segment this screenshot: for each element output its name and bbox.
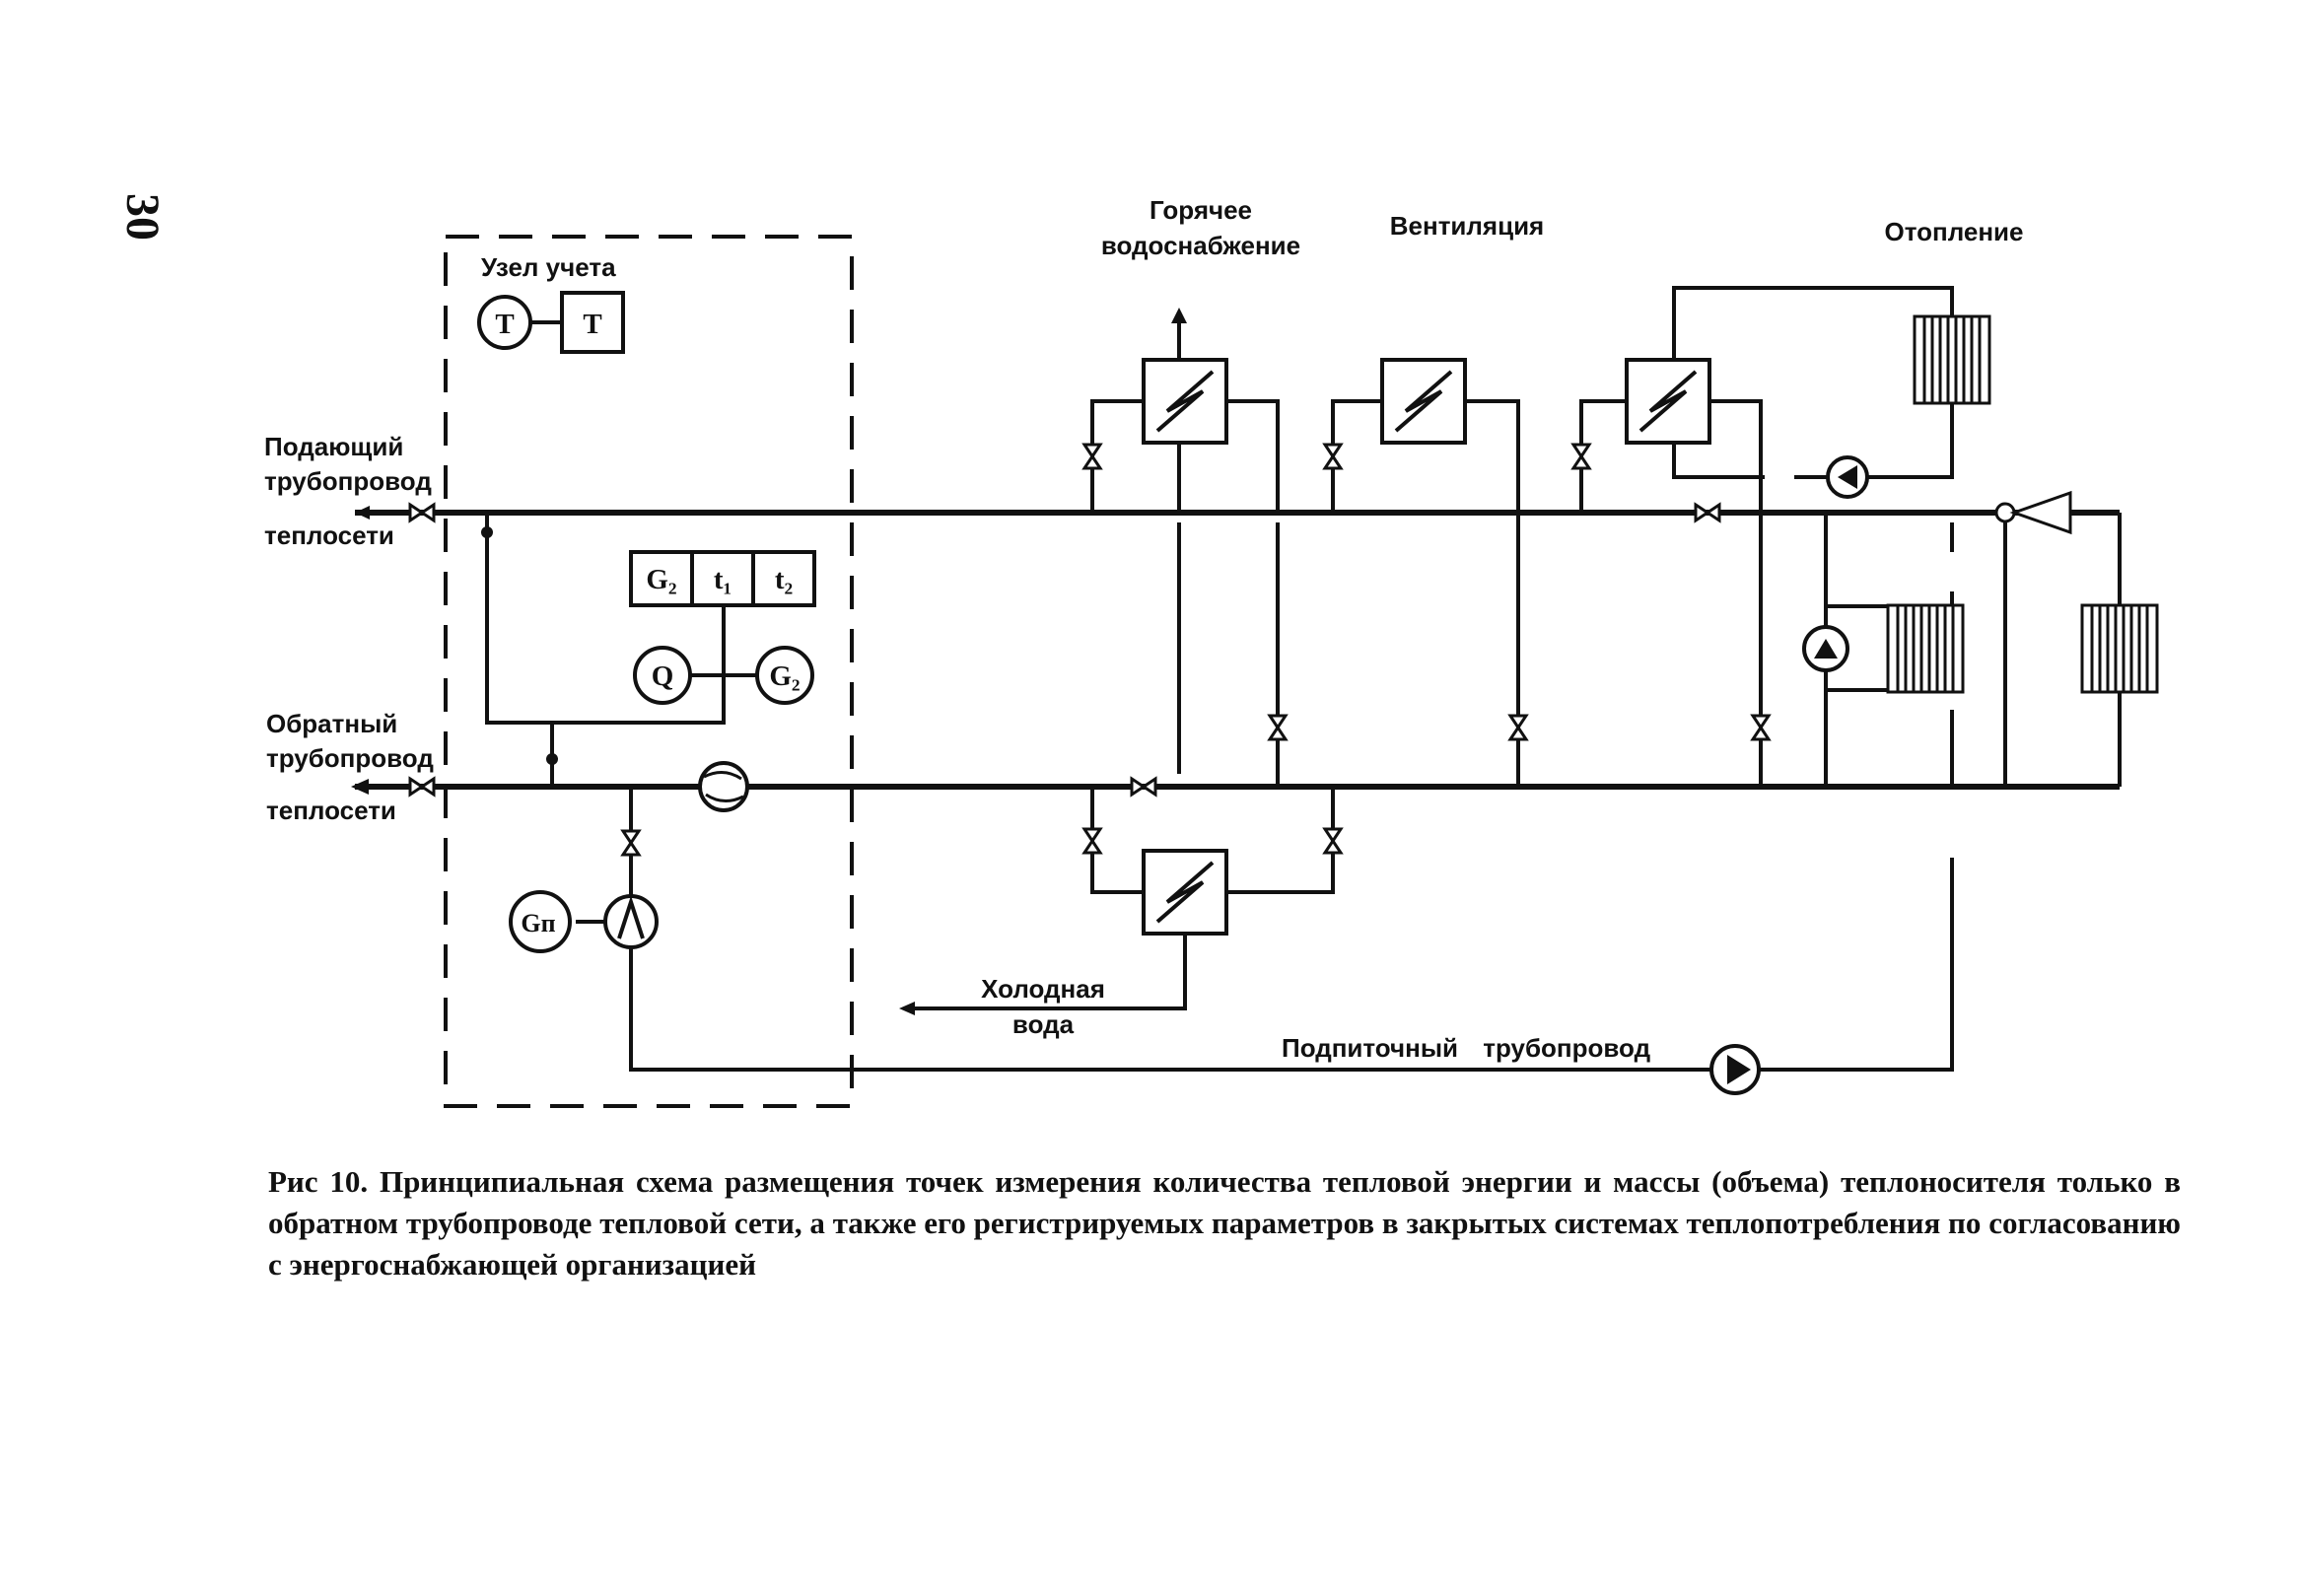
ventilation-heat-exchanger-icon	[1380, 358, 1467, 445]
cold-water-label-2: вода	[1012, 1009, 1075, 1039]
radiator-right-icon	[2080, 603, 2159, 694]
metering-unit-label: Узел учета	[481, 252, 616, 282]
radiator-middle-icon	[1886, 603, 1965, 694]
ventilation-return-valve-icon	[1508, 714, 1528, 741]
radiator-top-icon	[1913, 314, 1991, 405]
return-main-valve-icon	[1130, 777, 1157, 797]
g2-recorder-box	[629, 550, 694, 607]
return-tap-dot	[546, 753, 558, 765]
heating-label: Отопление	[1885, 217, 2024, 246]
temperature-sensor-label: T	[495, 309, 514, 340]
lower-hx-right-valve-icon	[1323, 827, 1343, 855]
hot-water-outlet-arrow-icon	[1171, 308, 1187, 323]
cold-water-arrow-icon	[899, 1002, 915, 1015]
ventilation-label: Вентиляция	[1390, 211, 1544, 241]
supply-line-label-3: теплосети	[264, 520, 394, 550]
return-line-label-2: трубопровод	[266, 743, 434, 773]
heat-calculator-label: Q	[652, 660, 674, 692]
lower-hx-left-valve-icon	[1082, 827, 1102, 855]
makeup-flow-gp-circle	[509, 890, 572, 953]
return-line-label-1: Обратный	[266, 709, 397, 738]
supply-line-label-2: трубопровод	[264, 466, 432, 496]
return-inlet-valve-icon	[408, 777, 436, 797]
hot-water-heat-exchanger-top-icon	[1142, 358, 1228, 445]
makeup-pipe	[629, 787, 1954, 1072]
temperature-recorder-label: T	[583, 309, 601, 340]
hot-water-label-2: водоснабжение	[1101, 231, 1300, 260]
hot-water-return-valve-icon	[1268, 714, 1288, 741]
heating-heat-exchanger-icon	[1625, 358, 1711, 445]
elevator-jet-pump-icon	[2009, 490, 2072, 535]
flow-meter-g2-label: G₂	[769, 660, 800, 692]
makeup-valve-icon	[621, 829, 641, 857]
heating-bypass-valve-icon	[1694, 503, 1721, 522]
hot-water-label-1: Горячее	[1150, 195, 1252, 225]
t1-recorder-label: t₁	[714, 564, 732, 595]
makeup-pipeline-label: Подпиточный трубопровод	[1282, 1033, 1651, 1063]
supply-line-label-1: Подающий	[264, 432, 403, 461]
makeup-flow-gp-label: Gп	[521, 909, 555, 937]
temperature-recorder-box	[560, 291, 625, 354]
t2-recorder-box	[751, 550, 816, 607]
t2-recorder-label: t₂	[775, 564, 793, 595]
supply-tap-dot	[481, 526, 493, 538]
supply-inlet-valve-icon	[408, 503, 436, 522]
hot-water-heat-exchanger-bottom-icon	[1142, 849, 1228, 936]
heating-supply-valve-icon	[1571, 443, 1591, 470]
flow-meter-g2-circle	[755, 646, 814, 705]
return-flow-meter-icon	[698, 761, 749, 812]
supply-arrow-icon	[355, 506, 370, 520]
heat-calculator-circle	[633, 646, 692, 705]
return-line-label-3: теплосети	[266, 796, 396, 825]
hot-water-supply-valve-icon	[1082, 443, 1102, 470]
ventilation-supply-valve-icon	[1323, 443, 1343, 470]
cold-water-label-1: Холодная	[981, 974, 1105, 1004]
return-arrow-icon	[351, 779, 369, 795]
heating-return-valve-icon	[1751, 714, 1771, 741]
figure-caption: Рис 10. Принципиальная схема размещения …	[268, 1164, 2181, 1282]
g2-recorder-label: G₂	[646, 564, 676, 595]
